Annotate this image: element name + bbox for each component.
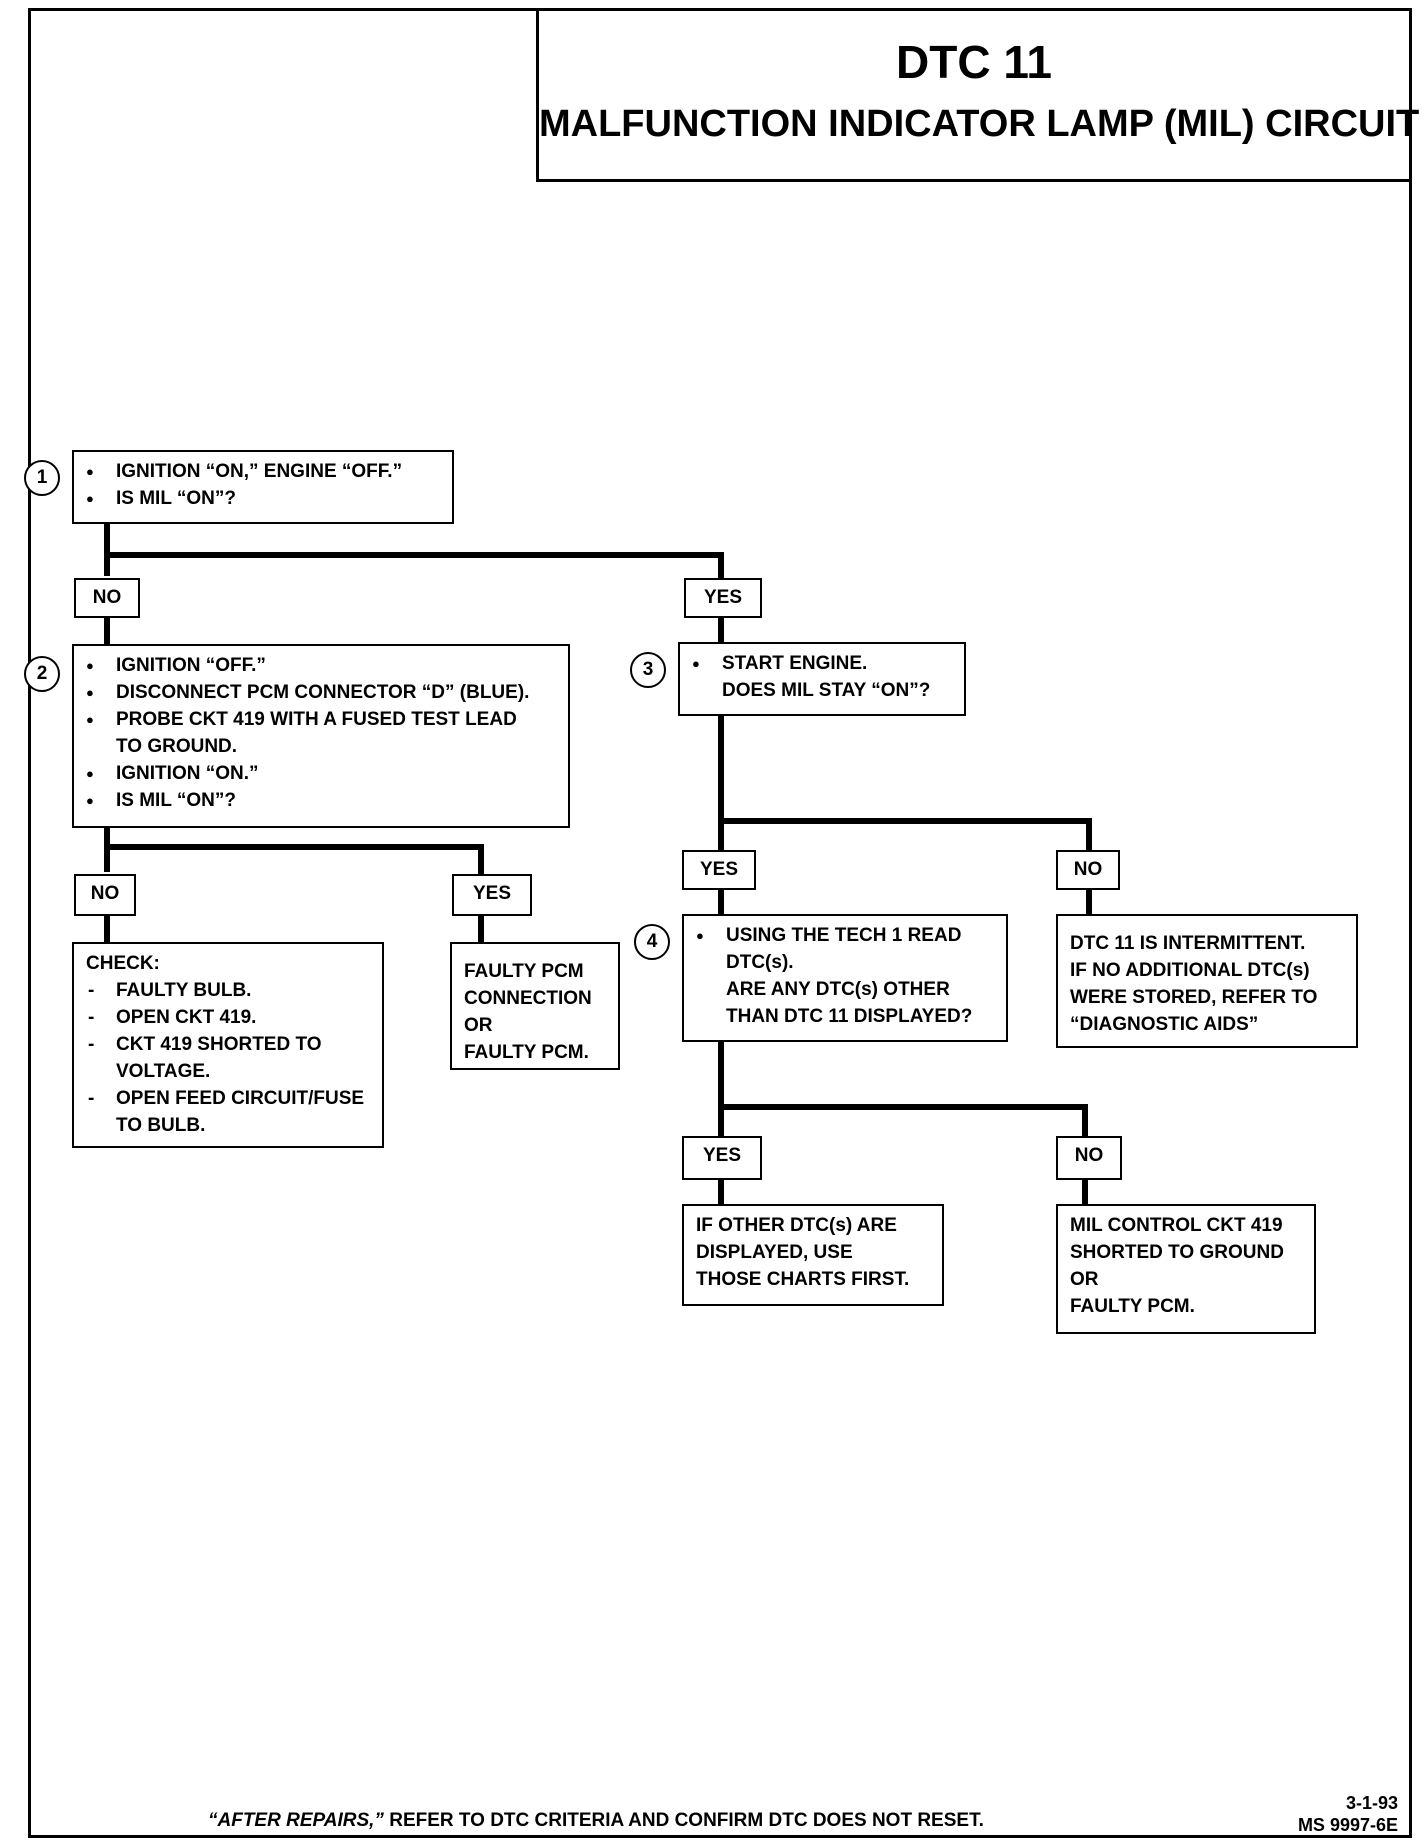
result-line: FAULTY PCM. — [1070, 1296, 1195, 1317]
step-3-box: START ENGINE. DOES MIL STAY “ON”? — [678, 642, 966, 716]
check-item: OPEN CKT 419. — [86, 1004, 374, 1031]
result-line: DTC 11 IS INTERMITTENT. — [1070, 933, 1306, 954]
step-number-3: 3 — [630, 652, 666, 688]
no-label: NO — [74, 578, 140, 618]
check-item: TO BULB. — [116, 1115, 206, 1136]
connector-line — [104, 844, 484, 850]
step-number-1: 1 — [24, 460, 60, 496]
connector-line — [718, 888, 724, 918]
connector-line — [718, 552, 724, 578]
no-label: NO — [1056, 850, 1120, 890]
result-line: SHORTED TO GROUND — [1070, 1242, 1284, 1263]
result-line: IF NO ADDITIONAL DTC(s) — [1070, 960, 1310, 981]
check-item: OPEN FEED CIRCUIT/FUSE — [86, 1085, 374, 1112]
yes-label: YES — [682, 850, 756, 890]
no-label: NO — [1056, 1136, 1122, 1180]
connector-line — [718, 714, 724, 850]
step-number-2: 2 — [24, 656, 60, 692]
check-heading: CHECK: — [86, 953, 160, 974]
document-date: 3-1-93 — [1345, 1793, 1398, 1813]
connector-line — [104, 552, 724, 558]
yes-label: YES — [452, 874, 532, 916]
connector-line — [1086, 888, 1092, 918]
step-2-line: IS MIL “ON”? — [86, 787, 560, 814]
check-result-box: CHECK: FAULTY BULB. OPEN CKT 419. CKT 41… — [72, 942, 384, 1148]
mil-ckt-short-box: MIL CONTROL CKT 419 SHORTED TO GROUND OR… — [1056, 1204, 1316, 1334]
result-line: WERE STORED, REFER TO — [1070, 987, 1318, 1008]
step-2-line: DISCONNECT PCM CONNECTOR “D” (BLUE). — [86, 679, 560, 706]
faulty-pcm-connection-box: FAULTY PCM CONNECTION OR FAULTY PCM. — [450, 942, 620, 1070]
result-line: FAULTY PCM — [464, 961, 584, 982]
result-line: MIL CONTROL CKT 419 — [1070, 1215, 1283, 1236]
step-1-line: IS MIL “ON”? — [86, 485, 444, 512]
result-line: OR — [464, 1015, 493, 1036]
step-4-line: ARE ANY DTC(s) OTHER — [726, 979, 950, 1000]
connector-line — [1082, 1104, 1088, 1138]
step-1-line: IGNITION “ON,” ENGINE “OFF.” — [86, 458, 444, 485]
result-line: “DIAGNOSTIC AIDS” — [1070, 1014, 1259, 1035]
chart-title: MALFUNCTION INDICATOR LAMP (MIL) CIRCUIT — [539, 103, 1420, 145]
connector-line — [1086, 818, 1092, 850]
step-number-4: 4 — [634, 924, 670, 960]
check-item: FAULTY BULB. — [86, 977, 374, 1004]
step-2-line: PROBE CKT 419 WITH A FUSED TEST LEAD — [86, 706, 560, 733]
step-4-line: THAN DTC 11 DISPLAYED? — [726, 1006, 973, 1027]
connector-line — [718, 1040, 724, 1138]
result-line: FAULTY PCM. — [464, 1042, 589, 1063]
connector-line — [104, 914, 110, 944]
document-reference: 3-1-93 MS 9997-6E — [1298, 1792, 1398, 1836]
check-item: CKT 419 SHORTED TO — [86, 1031, 374, 1058]
connector-line — [718, 1178, 724, 1206]
result-line: CONNECTION — [464, 988, 592, 1009]
step-3-line: DOES MIL STAY “ON”? — [722, 680, 931, 701]
step-1-box: IGNITION “ON,” ENGINE “OFF.” IS MIL “ON”… — [72, 450, 454, 524]
connector-line — [478, 916, 484, 944]
title-block: DTC 11 MALFUNCTION INDICATOR LAMP (MIL) … — [536, 8, 1420, 182]
step-4-line: USING THE TECH 1 READ — [696, 922, 998, 949]
step-2-line: IGNITION “OFF.” — [86, 652, 560, 679]
dtc-code: DTC 11 — [896, 36, 1052, 88]
intermittent-box: DTC 11 IS INTERMITTENT. IF NO ADDITIONAL… — [1056, 914, 1358, 1048]
after-repairs-label: “AFTER REPAIRS,” — [208, 1810, 384, 1831]
step-4-box: USING THE TECH 1 READ DTC(s). ARE ANY DT… — [682, 914, 1008, 1042]
other-dtcs-box: IF OTHER DTC(s) ARE DISPLAYED, USE THOSE… — [682, 1204, 944, 1306]
result-line: DISPLAYED, USE — [696, 1242, 853, 1263]
check-item: VOLTAGE. — [116, 1061, 211, 1082]
connector-line — [478, 844, 484, 874]
connector-line — [104, 522, 110, 576]
connector-line — [104, 614, 110, 646]
yes-label: YES — [684, 578, 762, 618]
no-label: NO — [74, 874, 136, 916]
after-repairs-note: “AFTER REPAIRS,” REFER TO DTC CRITERIA A… — [208, 1810, 984, 1832]
step-2-line: IGNITION “ON.” — [86, 760, 560, 787]
step-3-line: START ENGINE. — [692, 650, 956, 677]
connector-line — [1082, 1180, 1088, 1206]
yes-label: YES — [682, 1136, 762, 1180]
document-number: MS 9997-6E — [1297, 1815, 1398, 1835]
result-line: IF OTHER DTC(s) ARE — [696, 1215, 897, 1236]
step-4-line: DTC(s). — [726, 952, 794, 973]
after-repairs-text: REFER TO DTC CRITERIA AND CONFIRM DTC DO… — [383, 1810, 984, 1831]
connector-line — [718, 818, 1092, 824]
result-line: THOSE CHARTS FIRST. — [696, 1269, 910, 1290]
connector-line — [718, 1104, 1088, 1110]
step-2-box: IGNITION “OFF.” DISCONNECT PCM CONNECTOR… — [72, 644, 570, 828]
connector-line — [718, 616, 724, 644]
result-line: OR — [1070, 1269, 1099, 1290]
step-2-line: TO GROUND. — [116, 736, 238, 757]
